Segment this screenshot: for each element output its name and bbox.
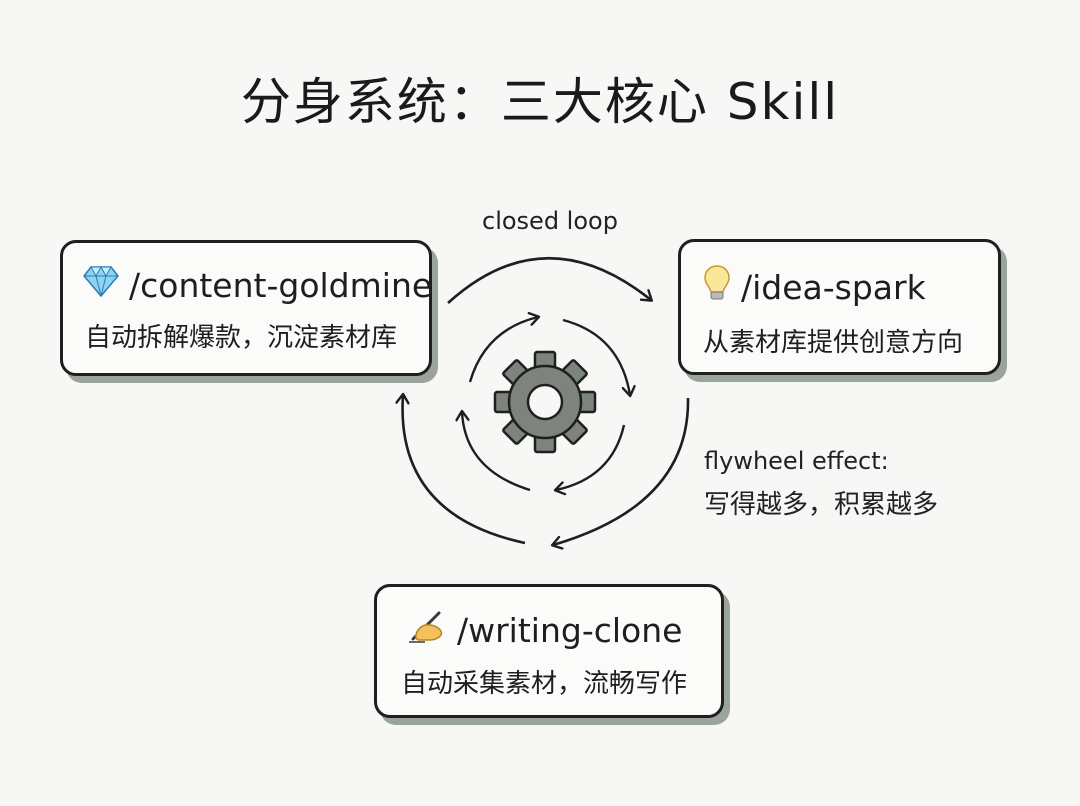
outer-arrow-left: [403, 395, 526, 545]
node-description: 自动拆解爆款，沉淀素材库: [85, 323, 398, 353]
inner-arrow-2: [556, 424, 626, 490]
flywheel-title: flywheel effect:: [704, 447, 889, 475]
node-title: /content-goldmine: [129, 265, 433, 305]
inner-arrow-3: [462, 412, 531, 492]
inner-arrow-1: [562, 318, 630, 395]
inner-arrow-4: [468, 317, 538, 383]
outer-arrow-top: [447, 256, 651, 304]
gem-icon: [83, 265, 119, 306]
outer-arrow-right: [553, 397, 690, 545]
gear-icon: [493, 350, 597, 454]
node-idea-spark: /idea-spark 从素材库提供创意方向: [678, 239, 1001, 375]
node-description: 自动采集素材，流畅写作: [401, 669, 688, 699]
writing-hand-icon: [407, 609, 447, 652]
node-description: 从素材库提供创意方向: [703, 328, 964, 358]
lightbulb-icon: [703, 264, 731, 311]
node-writing-clone: /writing-clone 自动采集素材，流畅写作: [374, 584, 724, 718]
page-title: 分身系统：三大核心 Skill: [240, 73, 840, 131]
closed-loop-label: closed loop: [482, 207, 618, 235]
flywheel-text: 写得越多，积累越多: [704, 490, 939, 520]
node-content-goldmine: /content-goldmine 自动拆解爆款，沉淀素材库: [60, 240, 432, 376]
node-title: /idea-spark: [741, 267, 926, 307]
node-title: /writing-clone: [457, 610, 683, 650]
